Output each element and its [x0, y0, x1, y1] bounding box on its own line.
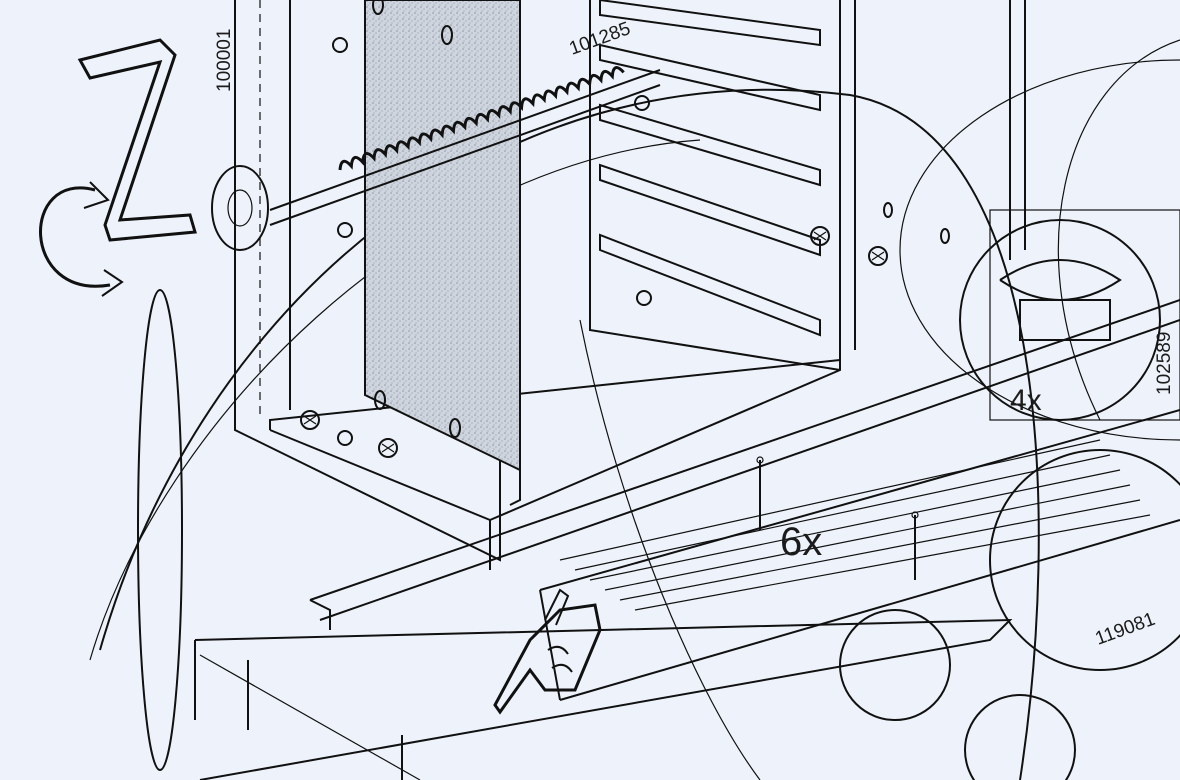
part-labels: 100001 101285 102589 119081 6x 4x [214, 18, 1175, 649]
part-number-119081: 119081 [1093, 609, 1158, 650]
detail-callouts [839, 209, 1180, 780]
quantity-4x: 4x [1010, 384, 1042, 417]
rotate-arrow-icon [39, 181, 124, 297]
back-panel [364, 0, 521, 472]
dowel-icon [247, 456, 919, 780]
cabinet-frame [234, 0, 1026, 570]
part-number-100001: 100001 [214, 29, 235, 92]
guide-curves [89, 39, 1180, 780]
holes [372, 0, 950, 438]
threaded-rod [211, 66, 661, 251]
pointing-hand-icon [493, 588, 602, 715]
cam-lock-icon [332, 37, 652, 446]
quantity-6x: 6x [780, 520, 822, 564]
allen-key-icon [77, 38, 197, 242]
part-number-102589: 102589 [1154, 332, 1175, 395]
base-rails [194, 299, 1180, 780]
hardware [247, 0, 950, 780]
screw-icon [300, 226, 888, 458]
shelf-rails [599, 0, 821, 337]
